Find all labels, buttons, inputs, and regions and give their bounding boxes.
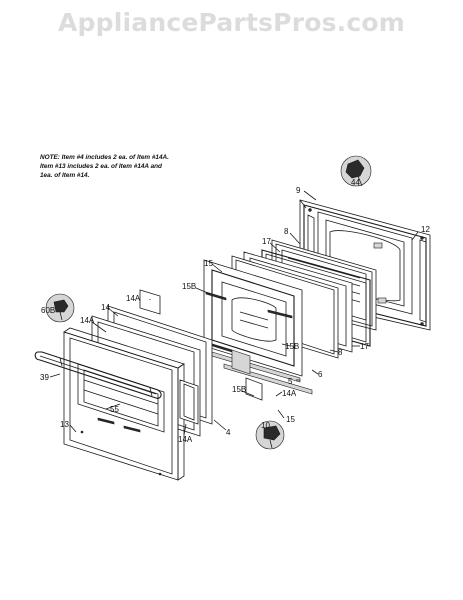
screw-callout-60B: [45, 293, 75, 323]
label-12: 12: [421, 225, 430, 234]
note-line-2: Item #13 includes 2 ea. of Item #14A and: [40, 163, 162, 170]
label-14A-top: 14A: [126, 294, 141, 303]
label-9: 9: [296, 186, 301, 195]
watermark: AppliancePartsPros.com: [57, 8, 406, 37]
label-15B-bottom: 15B: [232, 385, 246, 394]
label-8-top: 8: [284, 227, 289, 236]
label-14: 14: [101, 303, 110, 312]
label-14A-left: 14A: [80, 316, 95, 325]
parts-note: NOTE: Item #4 includes 2 ea. of Item #14…: [40, 153, 240, 180]
label-44: 44: [351, 178, 360, 187]
label-5: 5: [288, 377, 293, 386]
label-39: 39: [40, 373, 49, 382]
label-15-top: 15: [204, 259, 213, 268]
label-15-bottom: 15: [286, 415, 295, 424]
label-60B: 60B: [41, 306, 55, 315]
label-8-mid: 8: [338, 348, 343, 357]
label-15B-top: 15B: [182, 282, 196, 291]
label-17-top: 17: [262, 237, 271, 246]
label-15B-mid: 15B: [285, 342, 299, 351]
label-4: 4: [226, 428, 231, 437]
note-line-1: NOTE: Item #4 includes 2 ea. of Item #14…: [40, 154, 169, 161]
label-14A-bottom: 14A: [178, 435, 193, 444]
label-6: 6: [318, 370, 323, 379]
door-handle: [34, 351, 162, 399]
screw-callout-44: [340, 155, 372, 187]
part-labels: 9 44 12 8 17 15 15B 14A 14 14A 60B 15B 8…: [40, 178, 430, 444]
label-10: 10: [261, 421, 270, 430]
leader-lines: [49, 190, 419, 436]
label-55: 55: [110, 405, 119, 414]
label-14A-right: 14A: [282, 389, 297, 398]
label-13: 13: [60, 420, 69, 429]
label-17-mid: 17: [360, 342, 369, 351]
note-line-3: 1ea. of Item #14.: [40, 172, 90, 179]
screw-callout-10: [255, 420, 285, 450]
glass-baffle-frame: [203, 259, 303, 377]
